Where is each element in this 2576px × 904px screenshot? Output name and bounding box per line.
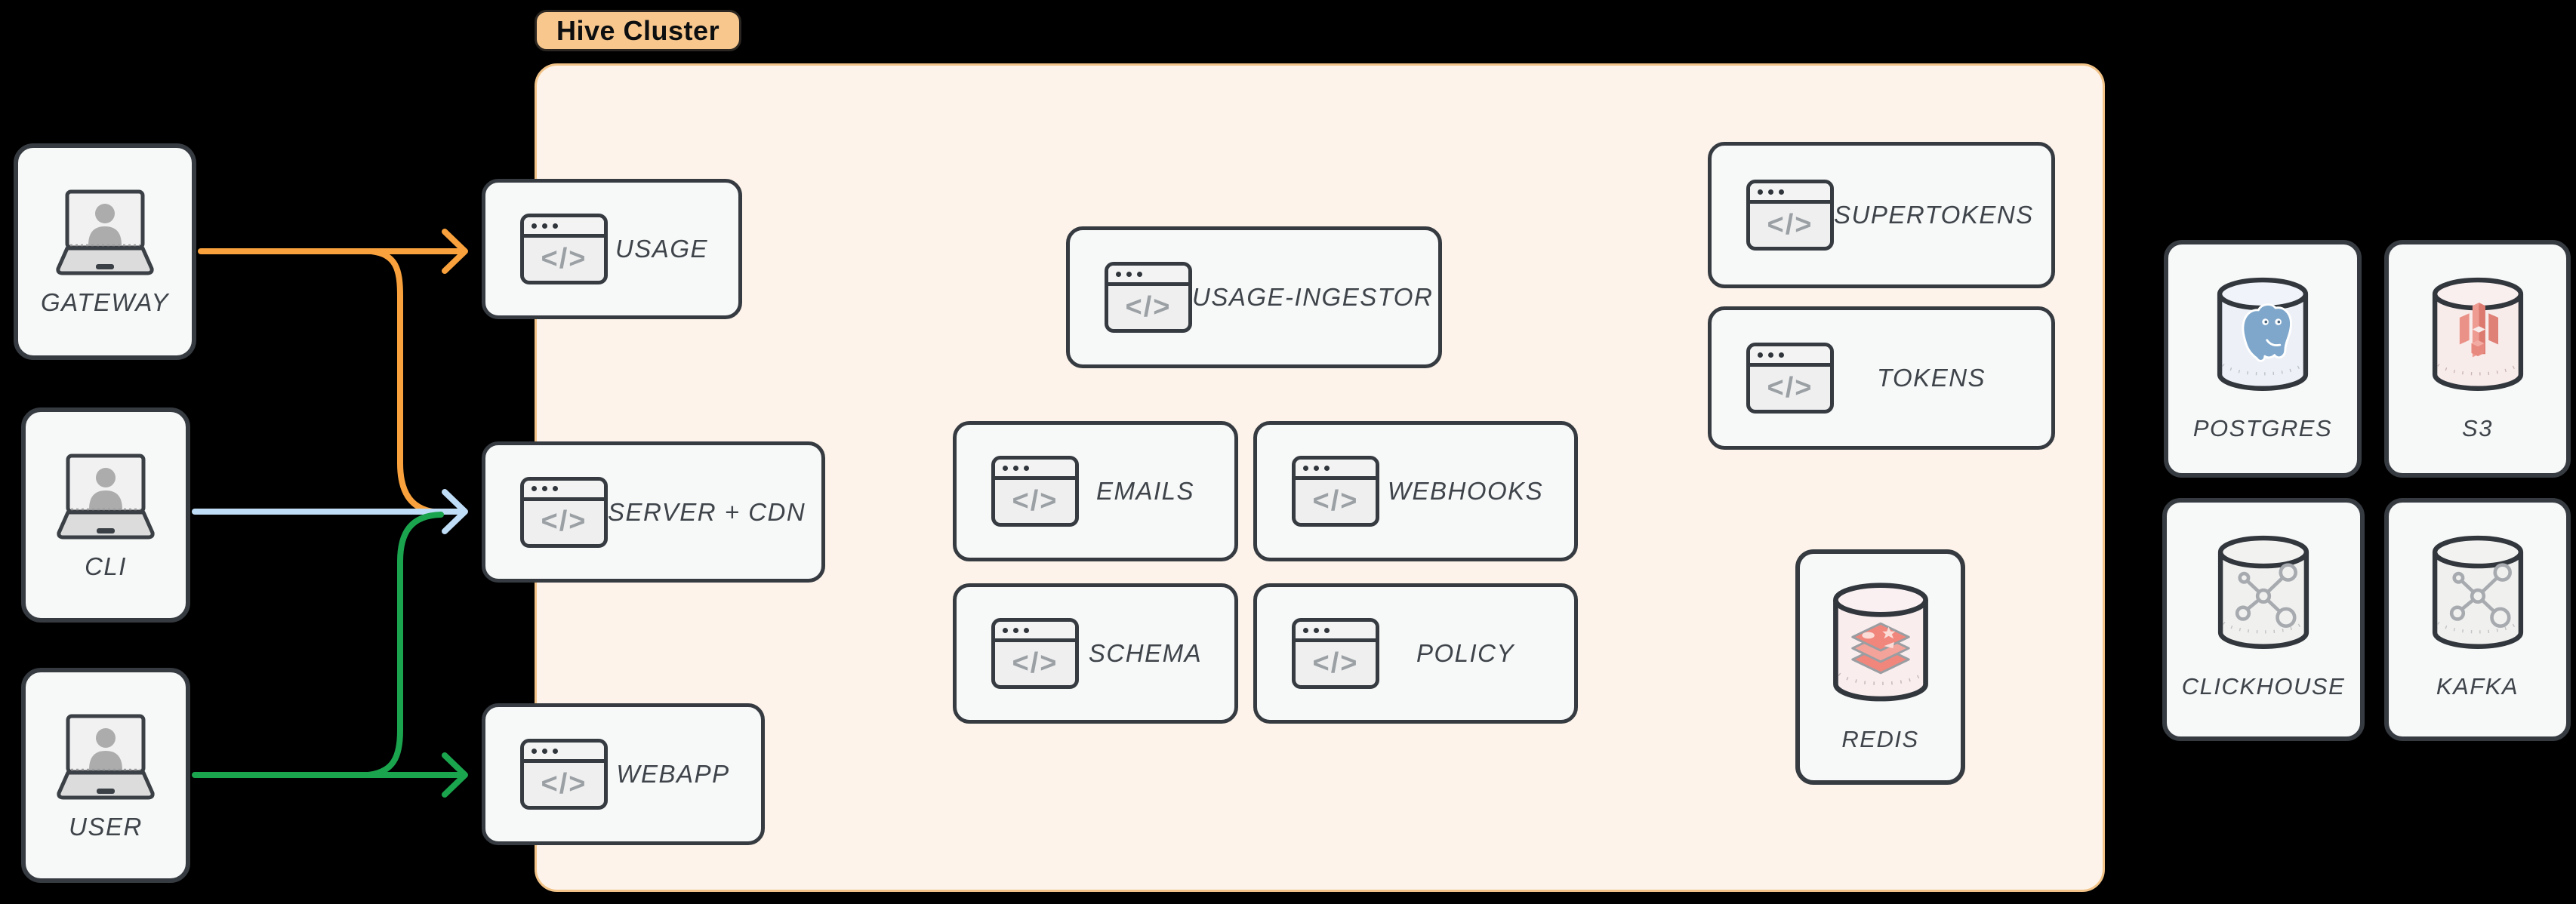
node-usage: </> USAGE bbox=[482, 179, 742, 319]
node-supertokens: </> SUPERTOKENS bbox=[1708, 142, 2055, 288]
node-label: POLICY bbox=[1416, 639, 1515, 667]
browser-code-icon: </> bbox=[520, 476, 608, 548]
node-label: USAGE-INGESTOR bbox=[1192, 283, 1434, 311]
node-s3: S3 bbox=[2384, 240, 2571, 478]
node-user: USER bbox=[21, 668, 190, 883]
molecule-logo bbox=[2449, 563, 2512, 629]
laptop-user-icon bbox=[56, 189, 154, 275]
code-glyph: </> bbox=[1767, 208, 1813, 241]
browser-code-icon: </> bbox=[1746, 180, 1834, 251]
browser-titlebar bbox=[1750, 346, 1830, 367]
arrowhead-orange bbox=[442, 229, 468, 274]
person-shoulders bbox=[88, 226, 122, 245]
code-glyph: </> bbox=[1125, 291, 1172, 323]
browser-titlebar bbox=[1296, 460, 1376, 480]
code-glyph: </> bbox=[541, 242, 587, 275]
arrowhead-blue bbox=[442, 489, 468, 534]
edge-user-server-branch bbox=[365, 512, 444, 778]
s3-bucket-database-icon bbox=[2432, 277, 2523, 391]
node-label: SERVER + CDN bbox=[608, 497, 806, 526]
node-label: GATEWAY bbox=[40, 288, 170, 316]
browser-titlebar bbox=[995, 622, 1075, 642]
code-glyph: </> bbox=[1767, 371, 1813, 404]
code-glyph: </> bbox=[1012, 484, 1058, 517]
node-label: USAGE bbox=[615, 235, 709, 263]
browser-code-icon: </> bbox=[991, 618, 1079, 689]
browser-titlebar bbox=[1296, 622, 1376, 642]
browser-code-icon: </> bbox=[520, 739, 608, 810]
node-label: SCHEMA bbox=[1088, 639, 1203, 667]
node-label: TOKENS bbox=[1876, 364, 1986, 392]
node-postgres: POSTGRES bbox=[2164, 240, 2362, 478]
edge-group-cli bbox=[192, 489, 468, 534]
browser-titlebar bbox=[524, 480, 604, 501]
clickhouse-database-icon bbox=[2217, 535, 2309, 649]
postgres-elephant-database-icon bbox=[2217, 277, 2309, 391]
laptop-user-icon bbox=[57, 714, 155, 800]
node-clickhouse: CLICKHOUSE bbox=[2162, 498, 2365, 741]
postgres-elephant-logo bbox=[2242, 303, 2292, 362]
node-schema: </> SCHEMA bbox=[953, 583, 1238, 724]
laptop-user-icon bbox=[57, 454, 155, 540]
browser-code-icon: </> bbox=[520, 214, 608, 284]
code-glyph: </> bbox=[1312, 484, 1359, 517]
node-label: SUPERTOKENS bbox=[1834, 201, 2034, 229]
edge-group-user bbox=[192, 512, 468, 798]
node-label: POSTGRES bbox=[2192, 415, 2333, 441]
node-usage-ingestor: </> USAGE-INGESTOR bbox=[1066, 226, 1442, 368]
edge-group-gateway bbox=[198, 229, 468, 515]
node-label: CLI bbox=[85, 552, 127, 580]
node-label: WEBHOOKS bbox=[1387, 477, 1544, 505]
browser-code-icon: </> bbox=[1292, 618, 1379, 689]
node-label: S3 bbox=[2462, 415, 2493, 441]
person-head bbox=[95, 204, 115, 223]
code-glyph: </> bbox=[541, 767, 587, 800]
browser-titlebar bbox=[1750, 183, 1830, 204]
node-policy: </> POLICY bbox=[1253, 583, 1578, 724]
node-label: CLICKHOUSE bbox=[2181, 673, 2346, 700]
node-kafka: KAFKA bbox=[2384, 498, 2571, 741]
code-glyph: </> bbox=[1012, 647, 1058, 679]
node-tokens: </> TOKENS bbox=[1708, 306, 2055, 450]
node-webhooks: </> WEBHOOKS bbox=[1253, 421, 1578, 561]
kafka-database-icon bbox=[2432, 535, 2523, 649]
node-label: EMAILS bbox=[1095, 477, 1195, 505]
node-cli: CLI bbox=[21, 407, 190, 623]
node-label: REDIS bbox=[1841, 726, 1919, 752]
browser-titlebar bbox=[524, 217, 604, 238]
browser-code-icon: </> bbox=[1746, 343, 1834, 414]
s3-bucket-logo bbox=[2459, 302, 2498, 358]
node-webapp: </> WEBAPP bbox=[482, 703, 765, 845]
redis-stack-logo bbox=[1850, 622, 1910, 675]
cluster-label: Hive Cluster bbox=[556, 14, 720, 46]
browser-code-icon: </> bbox=[1292, 456, 1379, 527]
browser-titlebar bbox=[524, 743, 604, 763]
edge-gateway-server-branch bbox=[368, 248, 444, 515]
code-glyph: </> bbox=[541, 506, 587, 537]
code-glyph: </> bbox=[1312, 647, 1359, 679]
browser-code-icon: </> bbox=[1105, 262, 1192, 333]
node-redis: REDIS bbox=[1795, 549, 1965, 785]
browser-titlebar bbox=[1108, 266, 1188, 286]
molecule-logo bbox=[2235, 563, 2297, 629]
redis-stack-database-icon bbox=[1832, 583, 1928, 702]
node-label: WEBAPP bbox=[616, 760, 730, 788]
browser-titlebar bbox=[995, 460, 1075, 480]
node-label: KAFKA bbox=[2436, 673, 2519, 700]
cluster-label-tag: Hive Cluster bbox=[535, 10, 742, 51]
node-gateway: GATEWAY bbox=[14, 143, 196, 360]
browser-code-icon: </> bbox=[991, 456, 1079, 527]
node-label: USER bbox=[69, 813, 143, 841]
node-server-cdn: </> SERVER + CDN bbox=[482, 441, 825, 583]
node-emails: </> EMAILS bbox=[953, 421, 1238, 561]
arrowhead-green bbox=[442, 752, 468, 798]
